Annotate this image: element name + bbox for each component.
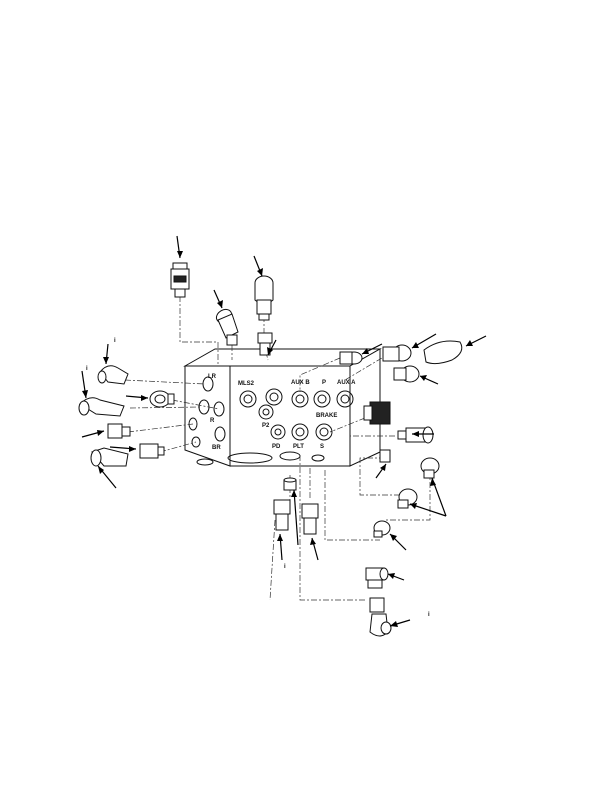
bottom-elbow [369,613,392,637]
label-brake: BRAKE [316,413,337,419]
callout-marks: i i i i [86,338,430,618]
port-p [313,390,331,408]
port-aux-a [336,390,354,408]
left-ports [188,376,226,448]
port-pd [270,424,286,440]
angled-fitting-left [215,308,239,346]
port-p2 [258,404,274,420]
plug [379,449,391,463]
bottom-adapter-1 [283,477,297,491]
port-mls2 [239,390,257,408]
label-pd: PD [272,444,281,450]
left-fitting-4 [90,447,129,467]
label-p2: P2 [262,423,270,429]
top-elbow-fitting [254,275,274,321]
bottom-fitting-1 [273,499,291,531]
label-mls2: MLS2 [238,381,255,387]
label-aux-b: AUX B [291,380,310,386]
bottom-fitting-2 [301,503,319,535]
left-fitting-1 [97,365,129,385]
label-lr: LR [208,374,217,380]
bottom-tee-fitting [365,567,389,589]
bottom-nipple [369,597,385,613]
label-br: BR [212,445,221,451]
leader-lines [124,296,431,601]
right-fitting-7 [373,520,391,538]
right-fitting-3 [393,365,420,383]
port-aux-b [291,390,309,408]
right-fitting-6 [397,488,418,509]
left-fitting-6 [149,390,175,408]
port-s [315,423,333,441]
callout-mark: i [86,366,88,372]
port-labels: MLS2 AUX B P AUX A P2 BRAKE PD PLT S LR … [208,374,356,451]
left-fitting-3 [107,423,131,439]
left-fitting-2 [78,397,125,417]
port-center [265,388,283,406]
label-r: R [210,418,215,424]
label-aux-a: AUX A [337,380,356,386]
callout-mark: i [284,564,286,570]
top-fitting-valve [170,262,190,298]
label-s: S [320,444,324,450]
left-fitting-5 [139,443,165,459]
callout-arrows [81,235,487,627]
port-plt [291,423,309,441]
right-fitting-1 [339,351,363,365]
right-fitting-5 [420,457,440,479]
front-ports [239,388,354,441]
callout-mark: i [428,612,430,618]
right-fitting-2 [382,344,412,362]
right-hose-end [423,340,463,365]
label-plt: PLT [293,444,304,450]
pressure-switch [363,401,391,425]
callout-mark: i [114,338,116,344]
label-p: P [322,380,326,386]
